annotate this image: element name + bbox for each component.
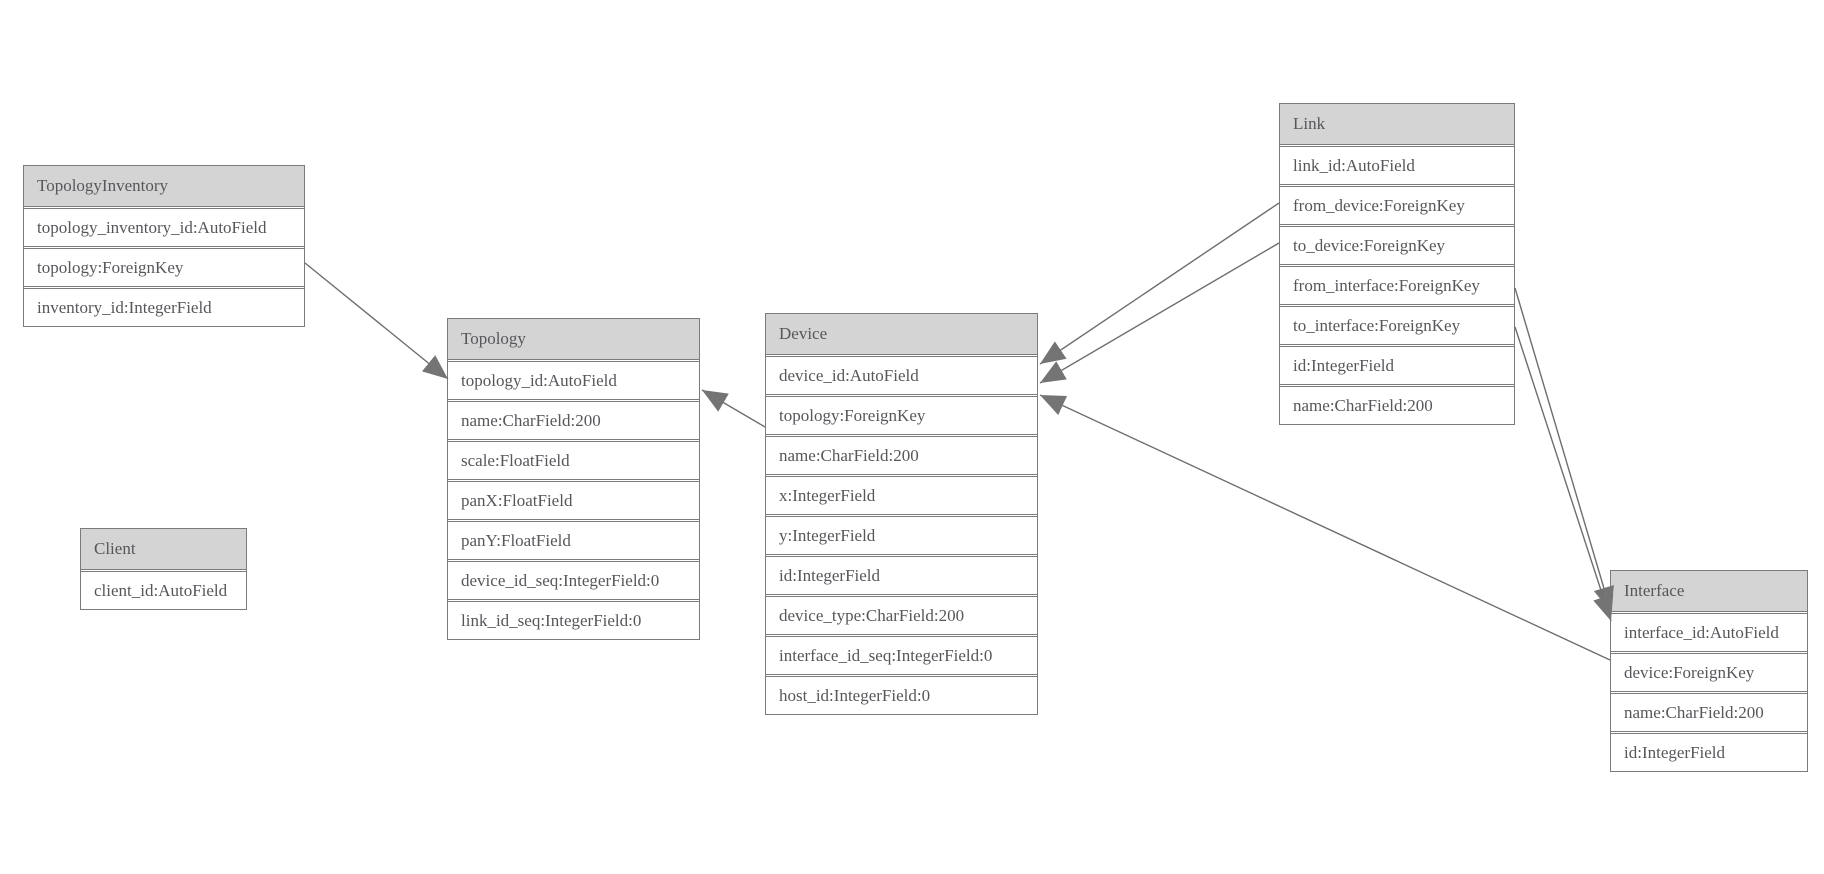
entity-field-row: interface_id:AutoField xyxy=(1611,611,1807,651)
entity-field-row: name:CharField:200 xyxy=(1611,691,1807,731)
entity-field-row: id:IntegerField xyxy=(1280,344,1514,384)
entity-field-row: y:IntegerField xyxy=(766,514,1037,554)
entity-field-row: to_interface:ForeignKey xyxy=(1280,304,1514,344)
entity-field-row: topology_inventory_id:AutoField xyxy=(24,206,304,246)
entity-title-topology: Topology xyxy=(448,319,699,359)
entity-field-row: device_id_seq:IntegerField:0 xyxy=(448,559,699,599)
entity-title-device: Device xyxy=(766,314,1037,354)
entity-field-row: name:CharField:200 xyxy=(1280,384,1514,424)
entity-field-row: client_id:AutoField xyxy=(81,569,246,609)
entity-field-row: device:ForeignKey xyxy=(1611,651,1807,691)
entity-field-row: inventory_id:IntegerField xyxy=(24,286,304,326)
entity-title-link: Link xyxy=(1280,104,1514,144)
entity-field-row: from_device:ForeignKey xyxy=(1280,184,1514,224)
entity-field-row: panX:FloatField xyxy=(448,479,699,519)
entity-field-row: scale:FloatField xyxy=(448,439,699,479)
entity-title-interface: Interface xyxy=(1611,571,1807,611)
entity-field-row: panY:FloatField xyxy=(448,519,699,559)
entity-field-row: interface_id_seq:IntegerField:0 xyxy=(766,634,1037,674)
entity-field-row: x:IntegerField xyxy=(766,474,1037,514)
entity-field-row: id:IntegerField xyxy=(1611,731,1807,771)
entity-field-row: name:CharField:200 xyxy=(448,399,699,439)
entity-field-row: topology_id:AutoField xyxy=(448,359,699,399)
entity-field-row: link_id:AutoField xyxy=(1280,144,1514,184)
entity-field-row: link_id_seq:IntegerField:0 xyxy=(448,599,699,639)
entity-title-topology-inventory: TopologyInventory xyxy=(24,166,304,206)
entity-field-row: host_id:IntegerField:0 xyxy=(766,674,1037,714)
entity-field-row: topology:ForeignKey xyxy=(24,246,304,286)
entity-field-row: topology:ForeignKey xyxy=(766,394,1037,434)
entity-title-client: Client xyxy=(81,529,246,569)
entity-field-row: device_type:CharField:200 xyxy=(766,594,1037,634)
entity-field-row: from_interface:ForeignKey xyxy=(1280,264,1514,304)
entity-field-row: name:CharField:200 xyxy=(766,434,1037,474)
entity-field-row: to_device:ForeignKey xyxy=(1280,224,1514,264)
entity-field-row: device_id:AutoField xyxy=(766,354,1037,394)
entity-field-row: id:IntegerField xyxy=(766,554,1037,594)
